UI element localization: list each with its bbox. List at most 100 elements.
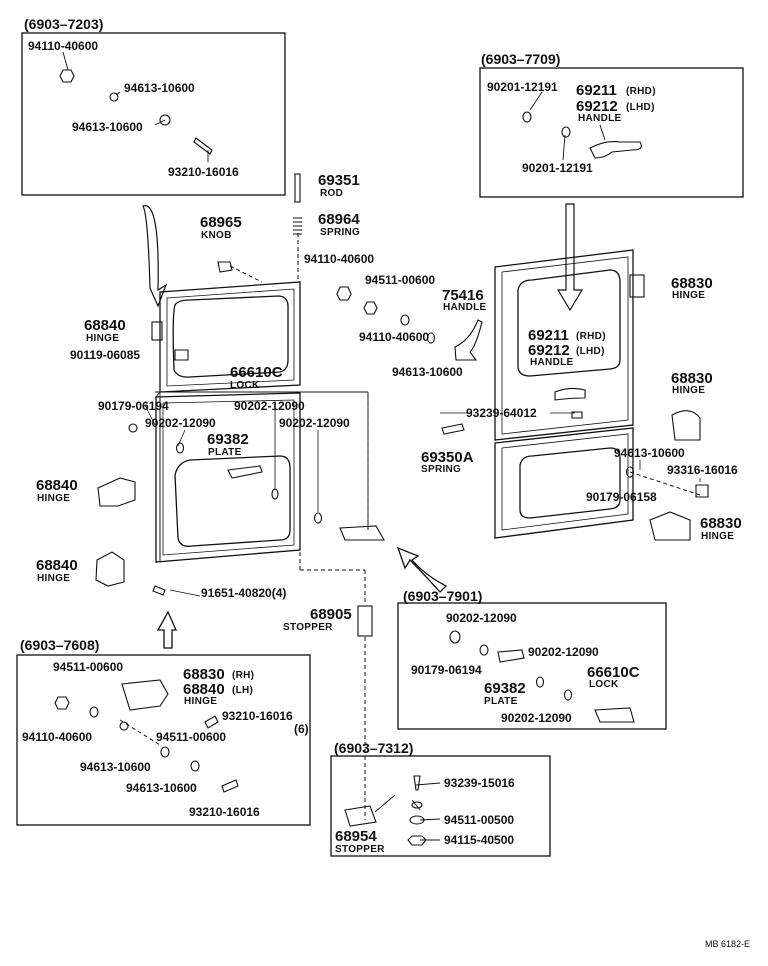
part-label: (6) bbox=[294, 722, 309, 736]
part-label: 93316-16016 bbox=[667, 463, 738, 477]
part-label: 69382 bbox=[207, 431, 249, 448]
arrow-up-from-7608 bbox=[156, 610, 178, 649]
part-label: 68830 bbox=[700, 515, 742, 532]
part-label: 91651-40820(4) bbox=[201, 586, 287, 600]
part-label: (RHD) bbox=[576, 331, 606, 342]
part-label: 68905 bbox=[310, 606, 352, 623]
part-label: SPRING bbox=[320, 227, 361, 238]
part-label: 68964 bbox=[318, 211, 360, 228]
part-label: (RHD) bbox=[626, 86, 656, 97]
left-door-panel bbox=[155, 281, 301, 563]
part-label: 68840 bbox=[36, 477, 78, 494]
part-label: 90179-06158 bbox=[586, 490, 657, 504]
part-label: 90179-06194 bbox=[411, 663, 482, 677]
part-label: 68830 bbox=[671, 275, 713, 292]
part-label: 93210-16016 bbox=[222, 709, 293, 723]
part-label: 68840 bbox=[84, 317, 126, 334]
part-label: 68830 bbox=[183, 666, 225, 683]
part-label: (RH) bbox=[232, 670, 255, 681]
part-label: 69351 bbox=[318, 172, 360, 189]
box-7901-header: (6903–7901) bbox=[403, 588, 483, 604]
part-label: (LH) bbox=[232, 685, 254, 696]
part-label: 94511-00600 bbox=[156, 730, 227, 744]
box-6903-7901 bbox=[397, 602, 667, 730]
part-label: PLATE bbox=[484, 696, 518, 707]
part-label: HANDLE bbox=[578, 113, 622, 124]
part-label: 69211 bbox=[576, 82, 617, 99]
box-7608-header: (6903–7608) bbox=[20, 637, 100, 653]
part-label: 68840 bbox=[183, 681, 225, 698]
box-7312-header: (6903–7312) bbox=[334, 740, 414, 756]
part-label: HANDLE bbox=[443, 302, 487, 313]
part-label: HINGE bbox=[672, 290, 706, 301]
part-label: 90202-12090 bbox=[234, 399, 305, 413]
part-label: 94613-10600 bbox=[126, 781, 197, 795]
part-label: 93210-16016 bbox=[168, 165, 239, 179]
box-7203-header: (6903–7203) bbox=[24, 16, 104, 32]
part-label: LOCK bbox=[230, 380, 260, 391]
part-label: 94115-40500 bbox=[444, 833, 515, 847]
part-label: 68954 bbox=[335, 828, 377, 845]
part-label: HINGE bbox=[37, 573, 71, 584]
diagram-code: MB 6182-E bbox=[705, 939, 751, 949]
arrow-to-right-door bbox=[556, 203, 584, 312]
part-label: 94511-00600 bbox=[365, 273, 436, 287]
part-label: ROD bbox=[320, 188, 344, 199]
part-label: 94511-00500 bbox=[444, 813, 515, 827]
box-6903-7203 bbox=[21, 32, 286, 196]
part-label: 94613-10600 bbox=[614, 446, 685, 460]
part-label: 94511-00600 bbox=[53, 660, 124, 674]
box-6903-7608 bbox=[16, 654, 311, 826]
part-label: HANDLE bbox=[530, 357, 574, 368]
arrow-from-7901 bbox=[396, 546, 448, 593]
part-label: STOPPER bbox=[335, 844, 385, 855]
part-label: 90201-12191 bbox=[522, 161, 593, 175]
part-label: (LHD) bbox=[576, 346, 605, 357]
part-label: 94613-10600 bbox=[72, 120, 143, 134]
part-label: 90202-12090 bbox=[145, 416, 216, 430]
part-label: 68840 bbox=[36, 557, 78, 574]
part-label: KNOB bbox=[201, 230, 232, 241]
part-label: 94613-10600 bbox=[80, 760, 151, 774]
part-label: 93239-64012 bbox=[466, 406, 537, 420]
box-6903-7312 bbox=[330, 755, 551, 857]
part-label: 93210-16016 bbox=[189, 805, 260, 819]
part-label: 90202-12090 bbox=[446, 611, 517, 625]
arrow-to-left-door bbox=[142, 205, 168, 308]
part-label: 90201-12191 bbox=[487, 80, 558, 94]
part-label: 90202-12090 bbox=[279, 416, 350, 430]
part-label: 66610C bbox=[587, 664, 640, 681]
part-shapes bbox=[54, 69, 709, 846]
box-7709-header: (6903–7709) bbox=[481, 51, 561, 67]
part-label: 69382 bbox=[484, 680, 526, 697]
part-label: PLATE bbox=[208, 447, 242, 458]
part-label: SPRING bbox=[421, 464, 462, 475]
part-label: 90119-06085 bbox=[70, 348, 141, 362]
part-label: HINGE bbox=[37, 493, 71, 504]
part-label: 94110-40600 bbox=[22, 730, 93, 744]
right-door-panel bbox=[494, 249, 634, 539]
part-label: 94110-40600 bbox=[28, 39, 99, 53]
part-label: 68830 bbox=[671, 370, 713, 387]
part-label: 75416 bbox=[442, 287, 484, 304]
part-label: 94613-10600 bbox=[124, 81, 195, 95]
part-label: 90202-12090 bbox=[501, 711, 572, 725]
part-label: LOCK bbox=[589, 679, 619, 690]
part-label: 69212 bbox=[576, 98, 618, 115]
part-label: 69211 bbox=[528, 327, 569, 344]
part-label: 94110-40600 bbox=[304, 252, 375, 266]
part-label: STOPPER bbox=[283, 622, 333, 633]
box-6903-7709 bbox=[479, 67, 744, 198]
part-label: HINGE bbox=[86, 333, 120, 344]
part-label: 69350A bbox=[421, 449, 474, 466]
part-label: 68965 bbox=[200, 214, 242, 231]
part-label: HINGE bbox=[672, 385, 706, 396]
part-label: 66610C bbox=[230, 364, 283, 381]
part-label: 69212 bbox=[528, 342, 570, 359]
part-label: HINGE bbox=[701, 531, 735, 542]
part-label: (LHD) bbox=[626, 102, 655, 113]
part-label: 94110-40600 bbox=[359, 330, 430, 344]
part-label: 93239-15016 bbox=[444, 776, 515, 790]
part-label: 90202-12090 bbox=[528, 645, 599, 659]
